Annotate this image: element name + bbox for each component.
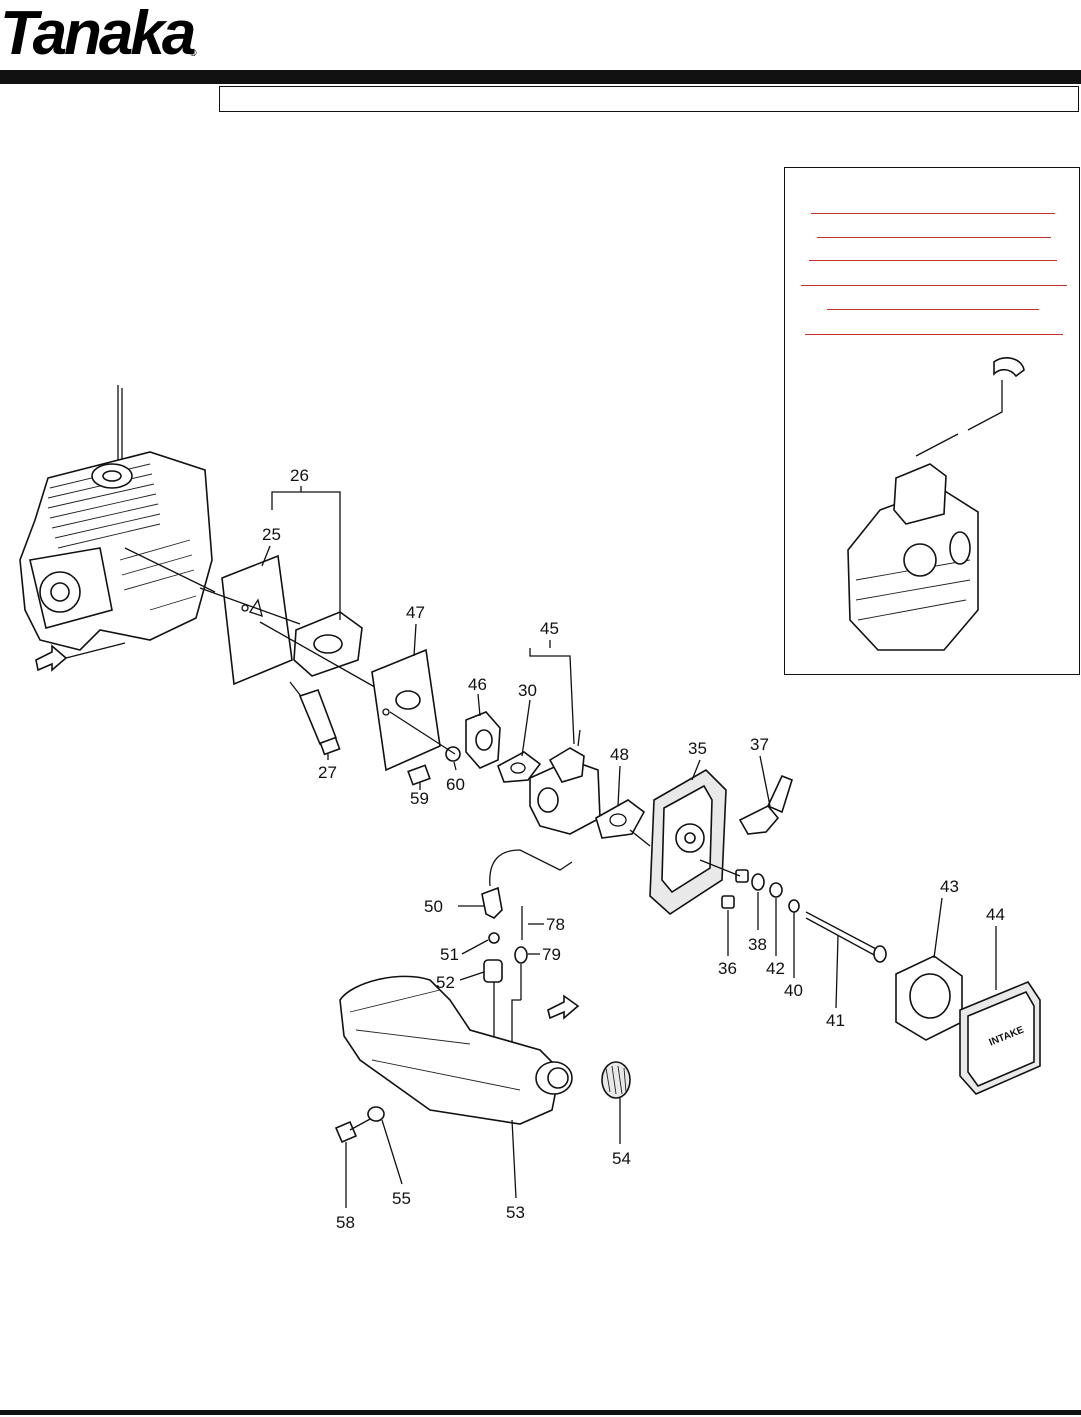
callout-59: 59: [410, 789, 429, 808]
callout-46: 46: [468, 675, 487, 694]
callout-40: 40: [784, 981, 803, 1000]
part-35-air-cleaner-case: [649, 769, 727, 916]
callout-30: 30: [518, 681, 537, 700]
callout-44: 44: [986, 905, 1005, 924]
part-38-washer: [751, 873, 765, 891]
callout-42: 42: [766, 959, 785, 978]
header-rule: [0, 70, 1081, 84]
callout-36: 36: [718, 959, 737, 978]
callout-54: 54: [612, 1149, 631, 1168]
callout-38: 38: [748, 935, 767, 954]
inset-red-line: [811, 213, 1055, 214]
part-36-spacer: [721, 895, 735, 909]
part-47-gasket: [371, 648, 441, 772]
inset-red-line: [827, 309, 1039, 310]
part-37-choke-lever: [738, 805, 780, 835]
part-36-spacer: [735, 869, 749, 883]
part-58-bolt: [334, 1117, 373, 1144]
callout-25: 25: [262, 525, 281, 544]
callout-37: 37: [750, 735, 769, 754]
part-45-carburetor: [529, 729, 601, 835]
callout-78: 78: [546, 915, 565, 934]
part-30-gasket: [497, 751, 542, 783]
callout-79: 79: [542, 945, 561, 964]
inset-red-line: [805, 334, 1063, 335]
direction-arrow-icon: [35, 644, 68, 672]
part-79-check-valve: [514, 946, 528, 964]
part-53-fuel-tank: [339, 975, 573, 1125]
callout-43: 43: [940, 877, 959, 896]
part-59-spacer: [407, 764, 431, 786]
callout-52: 52: [436, 973, 455, 992]
callout-60: 60: [446, 775, 465, 794]
inset-red-line: [809, 260, 1057, 261]
part-55-cushion: [367, 1106, 385, 1122]
inset-red-line: [817, 237, 1051, 238]
callout-50: 50: [424, 897, 443, 916]
part-44-air-cleaner-cover: [959, 981, 1041, 1095]
part-50-fuel-pipe: [481, 849, 573, 919]
callout-51: 51: [440, 945, 459, 964]
part-41-bolt: [805, 911, 887, 963]
callout-26: 26: [290, 466, 309, 485]
part-52-grommet: [483, 959, 503, 983]
part-27-bolt: [289, 681, 341, 756]
title-box: [219, 86, 1079, 112]
callout-48: 48: [610, 745, 629, 764]
direction-arrow-icon: [547, 994, 580, 1020]
engine-cylinder: [19, 385, 216, 651]
callout-35: 35: [688, 739, 707, 758]
part-40-washer: [788, 899, 800, 913]
inset-red-line: [801, 285, 1067, 286]
inset-carburetor-drawing: [847, 357, 1025, 651]
part-54-fuel-cap: [601, 1061, 631, 1099]
callout-53: 53: [506, 1203, 525, 1222]
brand-name: Tanaka: [0, 0, 196, 68]
callout-41: 41: [826, 1011, 845, 1030]
callout-27: 27: [318, 763, 337, 782]
callout-45: 45: [540, 619, 559, 638]
part-25-gasket: [221, 554, 293, 686]
callout-47: 47: [406, 603, 425, 622]
footer-rule: [0, 1410, 1081, 1415]
leader-lines: [261, 486, 997, 1208]
tanaka-logo: Tanaka ®: [0, 0, 210, 68]
part-48-gasket: [595, 799, 646, 839]
registered-mark: ®: [190, 48, 197, 58]
callout-55: 55: [392, 1189, 411, 1208]
callout-58: 58: [336, 1213, 355, 1232]
part-43-filter-element: [895, 955, 963, 1041]
part-51-filter: [488, 932, 500, 944]
part-42-washer: [769, 882, 783, 898]
